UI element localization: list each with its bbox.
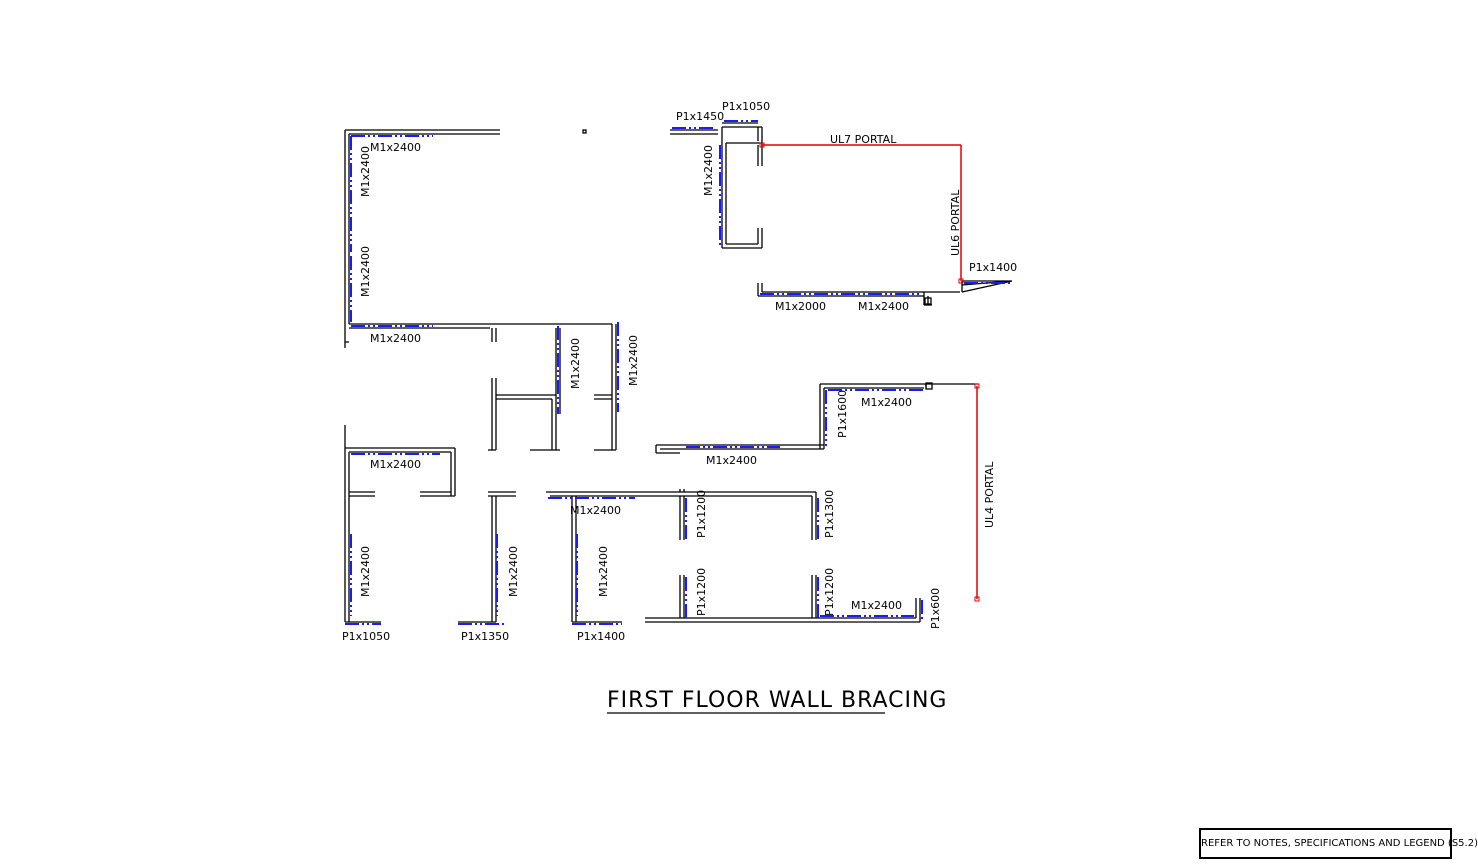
label-m1x2000: M1x2000 xyxy=(775,300,826,313)
label-m1x2400-mid-horiz: M1x2400 xyxy=(370,332,421,345)
label-m1x2400-left-b: M1x2400 xyxy=(359,246,372,297)
label-m1x2400-wing-bottom: M1x2400 xyxy=(706,454,757,467)
bracing-lines xyxy=(345,120,1012,625)
label-m1x2400-stair-a: M1x2400 xyxy=(569,338,582,389)
label-p1x1200-b: P1x1200 xyxy=(695,568,708,616)
label-p1x1050-bottom: P1x1050 xyxy=(342,630,390,643)
label-p1x1050-top: P1x1050 xyxy=(722,100,770,113)
label-m1x2400-lower-c: M1x2400 xyxy=(597,546,610,597)
label-p1x1450: P1x1450 xyxy=(676,110,724,123)
label-m1x2400-vert-upper: M1x2400 xyxy=(702,145,715,196)
label-m1x2400-corridor: M1x2400 xyxy=(570,504,621,517)
label-p1x1600: P1x1600 xyxy=(836,390,849,438)
label-p1x600: P1x600 xyxy=(929,588,942,629)
bracing-labels: P1x1450 P1x1050 UL7 PORTAL UL6 PORTAL UL… xyxy=(342,100,1017,643)
label-m1x2400-stair-b: M1x2400 xyxy=(627,335,640,386)
label-ul7-portal: UL7 PORTAL xyxy=(830,133,897,146)
label-m1x2400-room-top: M1x2400 xyxy=(370,458,421,471)
label-m1x2400-top-right: M1x2400 xyxy=(858,300,909,313)
label-p1x1300: P1x1300 xyxy=(823,490,836,538)
label-m1x2400-top-left: M1x2400 xyxy=(370,141,421,154)
drawing-title: FIRST FLOOR WALL BRACING xyxy=(607,688,947,713)
label-p1x1400-right: P1x1400 xyxy=(969,261,1017,274)
walls xyxy=(344,122,1013,623)
label-m1x2400-wing-top: M1x2400 xyxy=(861,396,912,409)
label-p1x1400-bottom: P1x1400 xyxy=(577,630,625,643)
label-m1x2400-lower-a: M1x2400 xyxy=(359,546,372,597)
label-m1x2400-lower-b: M1x2400 xyxy=(507,546,520,597)
notes-reference-box: REFER TO NOTES, SPECIFICATIONS AND LEGEN… xyxy=(1199,828,1478,859)
label-p1x1200-a: P1x1200 xyxy=(695,490,708,538)
label-p1x1200-c: P1x1200 xyxy=(823,568,836,616)
label-m1x2400-left-a: M1x2400 xyxy=(359,146,372,197)
label-m1x2400-lower-right: M1x2400 xyxy=(851,599,902,612)
label-ul4-portal: UL4 PORTAL xyxy=(983,461,996,528)
portal-frames xyxy=(759,142,980,602)
label-ul6-portal: UL6 PORTAL xyxy=(949,189,962,256)
label-p1x1350: P1x1350 xyxy=(461,630,509,643)
